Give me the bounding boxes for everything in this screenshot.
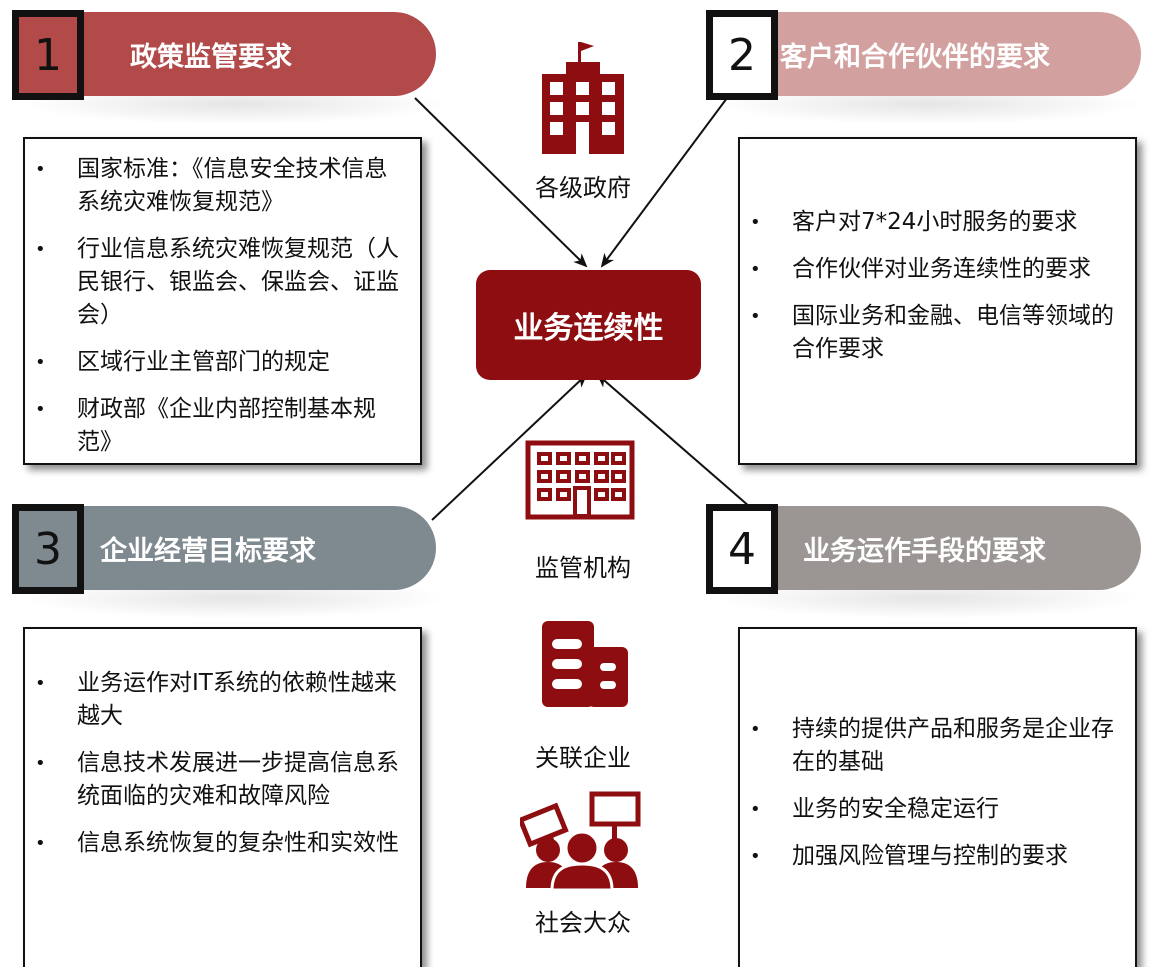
section-1-box: •国家标准：《信息安全技术信息系统灾难恢复规范》 •行业信息系统灾难恢复规范（人… (23, 137, 422, 465)
section-1-bullet: •国家标准：《信息安全技术信息系统灾难恢复规范》 (35, 156, 388, 215)
section-3-bullet: •业务运作对IT系统的依赖性越来越大 (35, 670, 397, 729)
arrow-1 (414, 97, 588, 268)
section-4-bullet: •持续的提供产品和服务是企业存在的基础 (750, 716, 1114, 775)
arrow-4 (596, 373, 751, 508)
section-3-bullet: •信息技术发展进一步提高信息系统面临的灾难和故障风险 (35, 750, 399, 809)
section-4-number: 4 (706, 504, 778, 594)
section-4-bullet: •业务的安全稳定运行 (750, 796, 999, 822)
section-3-title: 企业经营目标要求 (100, 535, 316, 567)
stakeholder-1-label: 各级政府 (535, 174, 631, 202)
section-1-bullet: •区域行业主管部门的规定 (35, 349, 330, 375)
regulator-building-icon (525, 440, 635, 520)
enterprise-building-icon (542, 621, 628, 707)
arrow-3 (431, 373, 588, 521)
section-4-title: 业务运作手段的要求 (803, 535, 1046, 567)
arrow-2 (600, 89, 734, 268)
section-3-bullet: •信息系统恢复的复杂性和实效性 (35, 830, 399, 856)
section-2-number: 2 (706, 10, 778, 100)
government-building-icon (542, 42, 624, 154)
section-4-bullet: •加强风险管理与控制的要求 (750, 843, 1068, 869)
protest-crowd-icon (520, 791, 641, 890)
section-4-box: •持续的提供产品和服务是企业存在的基础 •业务的安全稳定运行 •加强风险管理与控… (738, 627, 1137, 967)
section-2-header: 客户和合作伙伴的要求 (730, 12, 1141, 96)
section-2-bullet: •国际业务和金融、电信等领域的合作要求 (750, 303, 1114, 362)
section-1-number: 1 (12, 10, 84, 100)
section-2-bullet: •合作伙伴对业务连续性的要求 (750, 256, 1091, 282)
section-1-title: 政策监管要求 (130, 41, 292, 73)
center-node: 业务连续性 (476, 270, 701, 380)
section-4-header: 业务运作手段的要求 (735, 506, 1141, 590)
section-2-box: •客户对7*24小时服务的要求 •合作伙伴对业务连续性的要求 •国际业务和金融、… (738, 137, 1137, 465)
section-2-bullet: •客户对7*24小时服务的要求 (750, 209, 1078, 235)
stakeholder-2-label: 监管机构 (535, 554, 631, 582)
section-1-bullet: •行业信息系统灾难恢复规范（人民银行、银监会、保监会、证监会） (35, 236, 399, 328)
center-label: 业务连续性 (513, 311, 664, 346)
section-1-bullet: •财政部《企业内部控制基本规范》 (35, 396, 376, 455)
section-3-box: •业务运作对IT系统的依赖性越来越大 •信息技术发展进一步提高信息系统面临的灾难… (23, 627, 422, 967)
stakeholder-4-label: 社会大众 (535, 909, 631, 937)
section-2-title: 客户和合作伙伴的要求 (780, 41, 1050, 73)
stakeholder-3-label: 关联企业 (535, 744, 631, 772)
section-3-number: 3 (12, 504, 84, 594)
